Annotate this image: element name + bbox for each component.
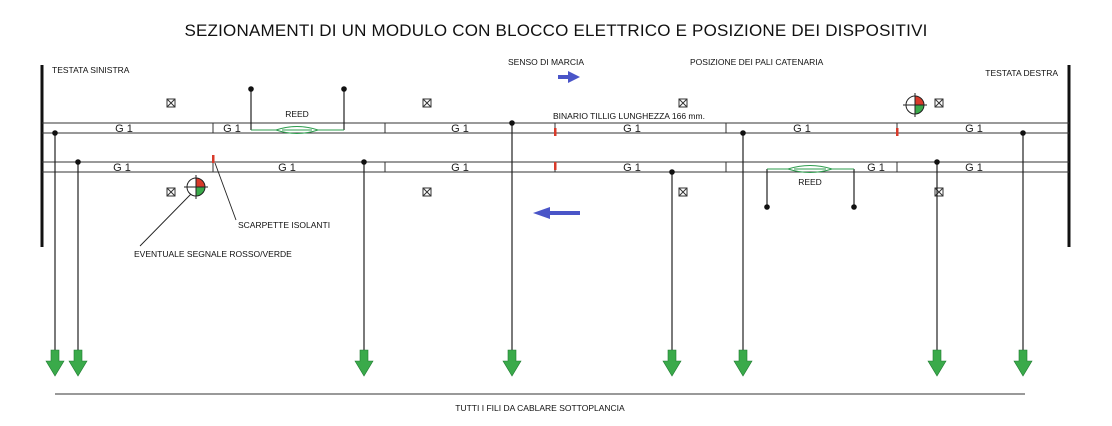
segment-label: G 1 xyxy=(623,162,641,174)
pole-marker-icon xyxy=(166,187,176,197)
right-head-label: TESTATA DESTRA xyxy=(985,68,1058,78)
left-head-label: TESTATA SINISTRA xyxy=(52,65,130,75)
insulators-label: SCARPETTE ISOLANTI xyxy=(238,220,330,230)
reed-switch-top xyxy=(248,86,347,134)
track-label: BINARIO TILLIG LUNGHEZZA 166 mm. xyxy=(553,111,705,121)
direction-arrow-left-icon xyxy=(533,207,580,219)
catenary-pole-markers xyxy=(166,98,944,197)
segment-label: G 1 xyxy=(223,123,241,135)
wire-down-arrows xyxy=(45,349,1033,377)
pole-marker-icon xyxy=(422,98,432,108)
signal-leader xyxy=(139,193,192,247)
reed-switch-bottom xyxy=(764,165,857,210)
segment-label: G 1 xyxy=(867,162,885,174)
segment-label: G 1 xyxy=(278,162,296,174)
arrow-down-icon xyxy=(1013,349,1033,377)
arrow-down-icon xyxy=(927,349,947,377)
direction-label: SENSO DI MARCIA xyxy=(508,57,584,67)
pole-marker-icon xyxy=(422,187,432,197)
insulator-leader xyxy=(214,162,237,221)
arrow-down-icon xyxy=(68,349,88,377)
footer-label: TUTTI I FILI DA CABLARE SOTTOPLANCIA xyxy=(455,403,625,413)
signal-upper-icon xyxy=(903,93,927,117)
poles-label: POSIZIONE DEI PALI CATENARIA xyxy=(690,57,824,67)
arrow-down-icon xyxy=(502,349,522,377)
signal-lower-icon xyxy=(184,175,208,199)
pole-marker-icon xyxy=(934,187,944,197)
arrow-down-icon xyxy=(45,349,65,377)
pole-marker-icon xyxy=(678,98,688,108)
segment-label: G 1 xyxy=(451,123,469,135)
diagram-title: SEZIONAMENTI DI UN MODULO CON BLOCCO ELE… xyxy=(184,21,927,40)
segment-label: G 1 xyxy=(115,123,133,135)
arrow-down-icon xyxy=(662,349,682,377)
segment-label: G 1 xyxy=(965,162,983,174)
segment-label: G 1 xyxy=(965,123,983,135)
drop-wires xyxy=(52,120,1026,352)
pole-marker-icon xyxy=(678,187,688,197)
arrow-down-icon xyxy=(733,349,753,377)
segment-label: G 1 xyxy=(793,123,811,135)
reed-bottom-label: REED xyxy=(798,177,822,187)
segment-label: G 1 xyxy=(623,123,641,135)
insulating-shoes xyxy=(212,128,899,170)
arrow-down-icon xyxy=(354,349,374,377)
segment-label: G 1 xyxy=(451,162,469,174)
reed-top-label: REED xyxy=(285,109,309,119)
pole-marker-icon xyxy=(934,98,944,108)
signal-label: EVENTUALE SEGNALE ROSSO/VERDE xyxy=(134,249,292,259)
direction-arrow-right-icon xyxy=(558,71,580,83)
segment-label: G 1 xyxy=(113,162,131,174)
pole-marker-icon xyxy=(166,98,176,108)
